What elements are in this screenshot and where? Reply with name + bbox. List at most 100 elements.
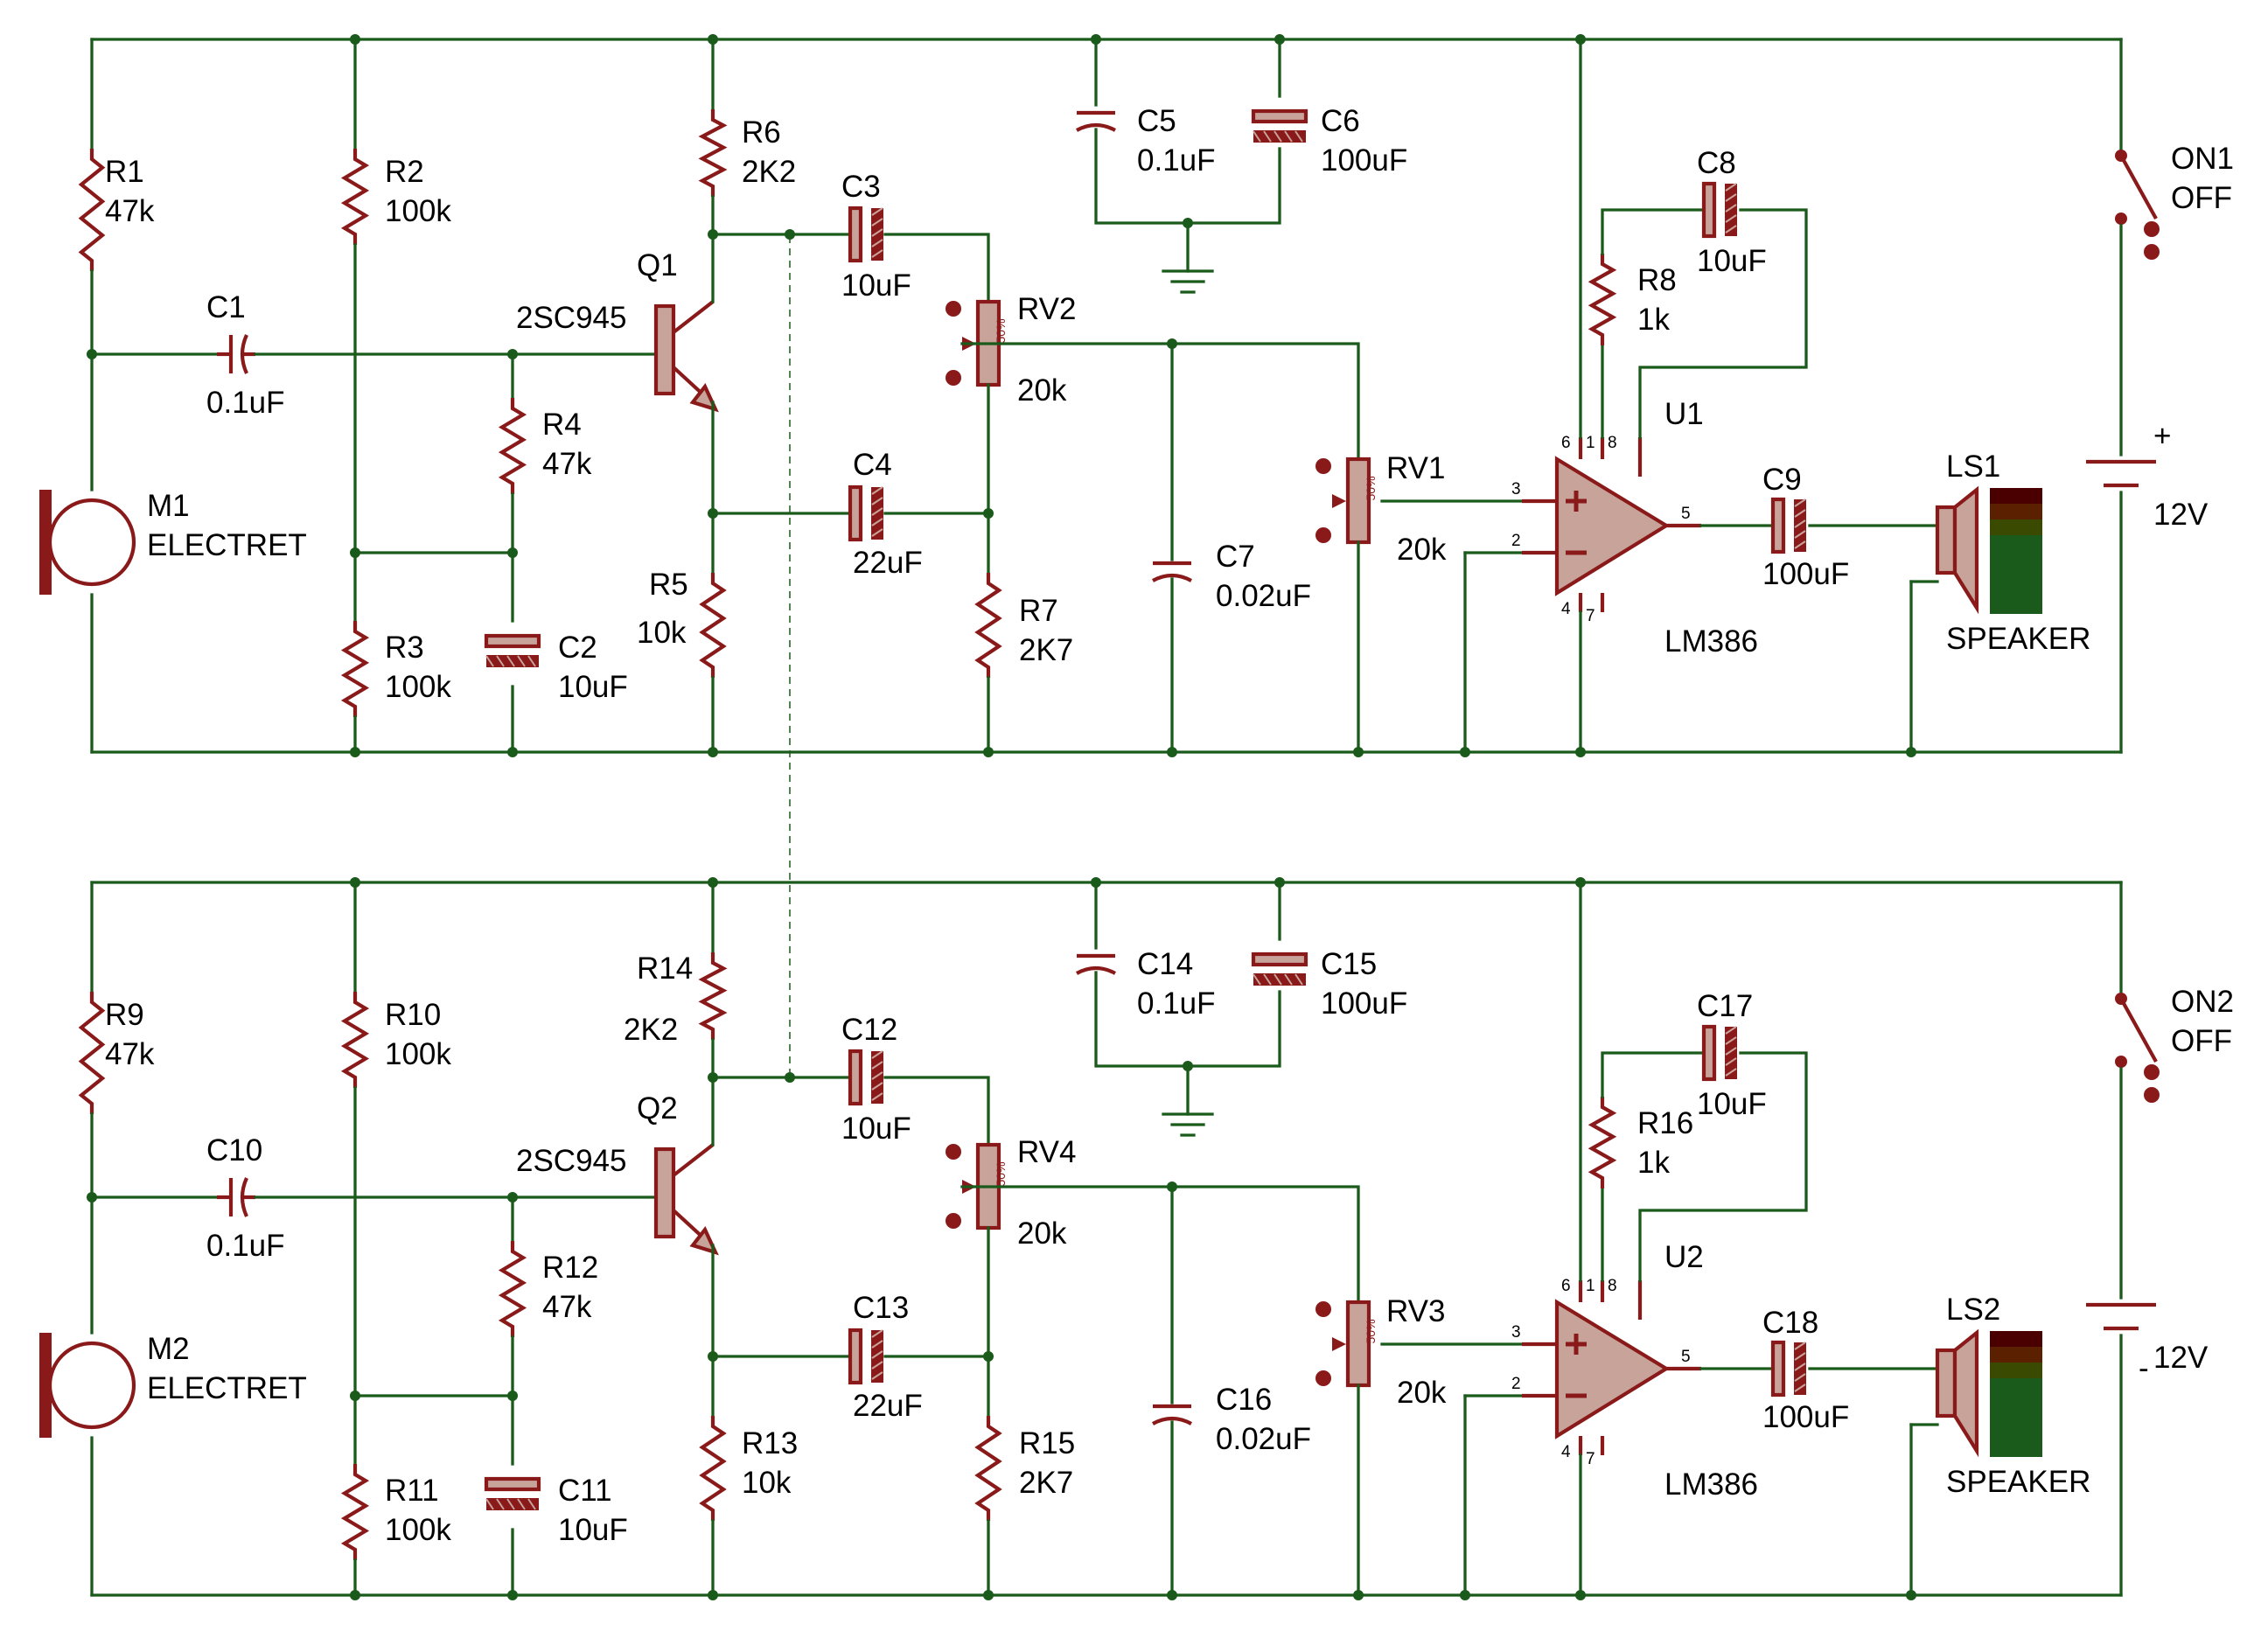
junction-dot	[1575, 747, 1586, 757]
ecap-hatch	[506, 655, 515, 667]
cap-plate-curved	[1151, 573, 1193, 582]
label-RVb-value: 20k	[1397, 533, 1447, 567]
junction-dot	[350, 747, 360, 757]
transistor-collector	[672, 1143, 715, 1177]
capacitor-C2	[484, 1476, 541, 1510]
label-R6-value: 2K2	[624, 1013, 678, 1047]
mic-body	[47, 498, 136, 587]
amplifier-pin-number: 2	[1511, 532, 1521, 550]
ecap-plate-neg	[1794, 499, 1806, 552]
junction-dot	[507, 1391, 518, 1401]
speaker-meter-bar	[1990, 504, 2042, 519]
pot-pin-marker	[1315, 1301, 1331, 1317]
label-R8: R8	[1637, 263, 1677, 297]
label-R8-value: 1k	[1637, 1146, 1670, 1180]
pot-pin-marker	[946, 370, 961, 386]
ecap-hatch	[871, 1092, 883, 1101]
ecap-hatch	[871, 228, 883, 237]
label-R3-value: 100k	[385, 1513, 451, 1547]
microphone-icon	[39, 1333, 136, 1438]
label-U-value: LM386	[1664, 1467, 1758, 1502]
amplifier-pin-number: 3	[1511, 1323, 1521, 1342]
label-RVa: RV2	[1017, 292, 1076, 326]
speaker-meter-bar	[1990, 1331, 2042, 1347]
label-R1: R1	[105, 155, 144, 189]
capacitor-C5	[1075, 953, 1117, 975]
ecap-hatch	[871, 218, 883, 227]
label-R6-alt: R14	[637, 951, 693, 986]
cap-plate-curved	[1075, 965, 1117, 975]
ecap-hatch	[517, 655, 526, 667]
junction-dot	[1575, 877, 1586, 888]
capacitor-C4	[848, 484, 883, 542]
resistor-R5	[699, 1416, 727, 1521]
label-C8-value: 10uF	[1697, 1087, 1767, 1121]
junction-dot	[350, 877, 360, 888]
mic-body	[47, 1341, 136, 1430]
amplifier-pin-number: 5	[1681, 1348, 1691, 1366]
ecap-plate-neg	[871, 487, 883, 540]
wire	[960, 1185, 1360, 1304]
ecap-hatch	[1253, 973, 1261, 986]
junction-dot	[1091, 877, 1101, 888]
label-C4-value: 22uF	[853, 546, 923, 580]
resistor-R2	[340, 992, 370, 1088]
pot-pin-marker	[1315, 527, 1331, 543]
label-RVa: RV4	[1017, 1135, 1076, 1169]
label-C2: C2	[558, 631, 597, 665]
label-C4-value: 22uF	[853, 1389, 923, 1423]
amplifier-pin-number: 3	[1511, 480, 1521, 498]
ecap-plate-neg	[486, 1498, 539, 1510]
ecap-hatch	[871, 1361, 883, 1370]
label-R2: R2	[385, 155, 424, 189]
label-C8: C8	[1697, 146, 1736, 180]
ecap-hatch	[1725, 183, 1737, 192]
switch-lever	[2119, 997, 2158, 1063]
label-R2-value: 100k	[385, 194, 451, 228]
pot-percent: 50%	[1364, 1319, 1378, 1343]
capacitor-C3	[848, 1049, 883, 1106]
ecap-hatch	[871, 528, 883, 537]
label-C6-value: 100uF	[1321, 143, 1407, 178]
capacitor-C7	[1151, 1404, 1193, 1425]
speaker-cone	[1952, 485, 1979, 615]
speaker-meter-bar	[1990, 519, 2042, 535]
ecap-plate-neg	[871, 1051, 883, 1104]
amplifier-pin-number: 1	[1586, 434, 1595, 452]
switch-pin-marker	[2144, 221, 2160, 237]
wire	[883, 233, 990, 303]
wire	[1601, 208, 1703, 255]
ecap-hatch	[527, 655, 536, 667]
ecap-hatch	[527, 1498, 536, 1510]
label-C3: C12	[841, 1013, 897, 1047]
label-R8: R16	[1637, 1106, 1693, 1140]
label-C6: C15	[1321, 947, 1377, 981]
label-C6-value: 100uF	[1321, 986, 1407, 1021]
resistor-R8	[1588, 254, 1617, 345]
amplifier-pin-number: 6	[1561, 434, 1571, 452]
ecap-hatch	[871, 1061, 883, 1070]
label-C8-value: 10uF	[1697, 244, 1767, 278]
potentiometer-RVb: 50%	[1315, 1300, 1378, 1388]
speaker-meter-bar	[1990, 1347, 2042, 1363]
amplifier-body	[1554, 456, 1671, 596]
ecap-plate	[1701, 1024, 1717, 1082]
ecap-hatch	[1274, 973, 1282, 986]
pot-percent: 50%	[1364, 476, 1378, 500]
label-BAT-plus: +	[2153, 419, 2171, 453]
ecap-hatch	[871, 207, 883, 216]
label-C5-value: 0.1uF	[1137, 143, 1216, 178]
pot-percent: 50%	[994, 1161, 1008, 1186]
label-C5: C5	[1137, 104, 1176, 138]
label-M: M2	[147, 1332, 190, 1366]
pot-pin-marker	[1315, 1370, 1331, 1386]
cap-plate-curved	[1151, 1416, 1193, 1425]
transistor-base	[653, 303, 676, 396]
capacitor-C1	[217, 1177, 255, 1217]
ecap-plate	[848, 1328, 863, 1385]
ecap-plate-neg	[871, 1330, 883, 1383]
junction-dot	[350, 1590, 360, 1600]
label-U: U2	[1664, 1240, 1704, 1274]
speaker-meter-bar	[1990, 1363, 2042, 1378]
capacitor-C8	[1701, 181, 1737, 239]
